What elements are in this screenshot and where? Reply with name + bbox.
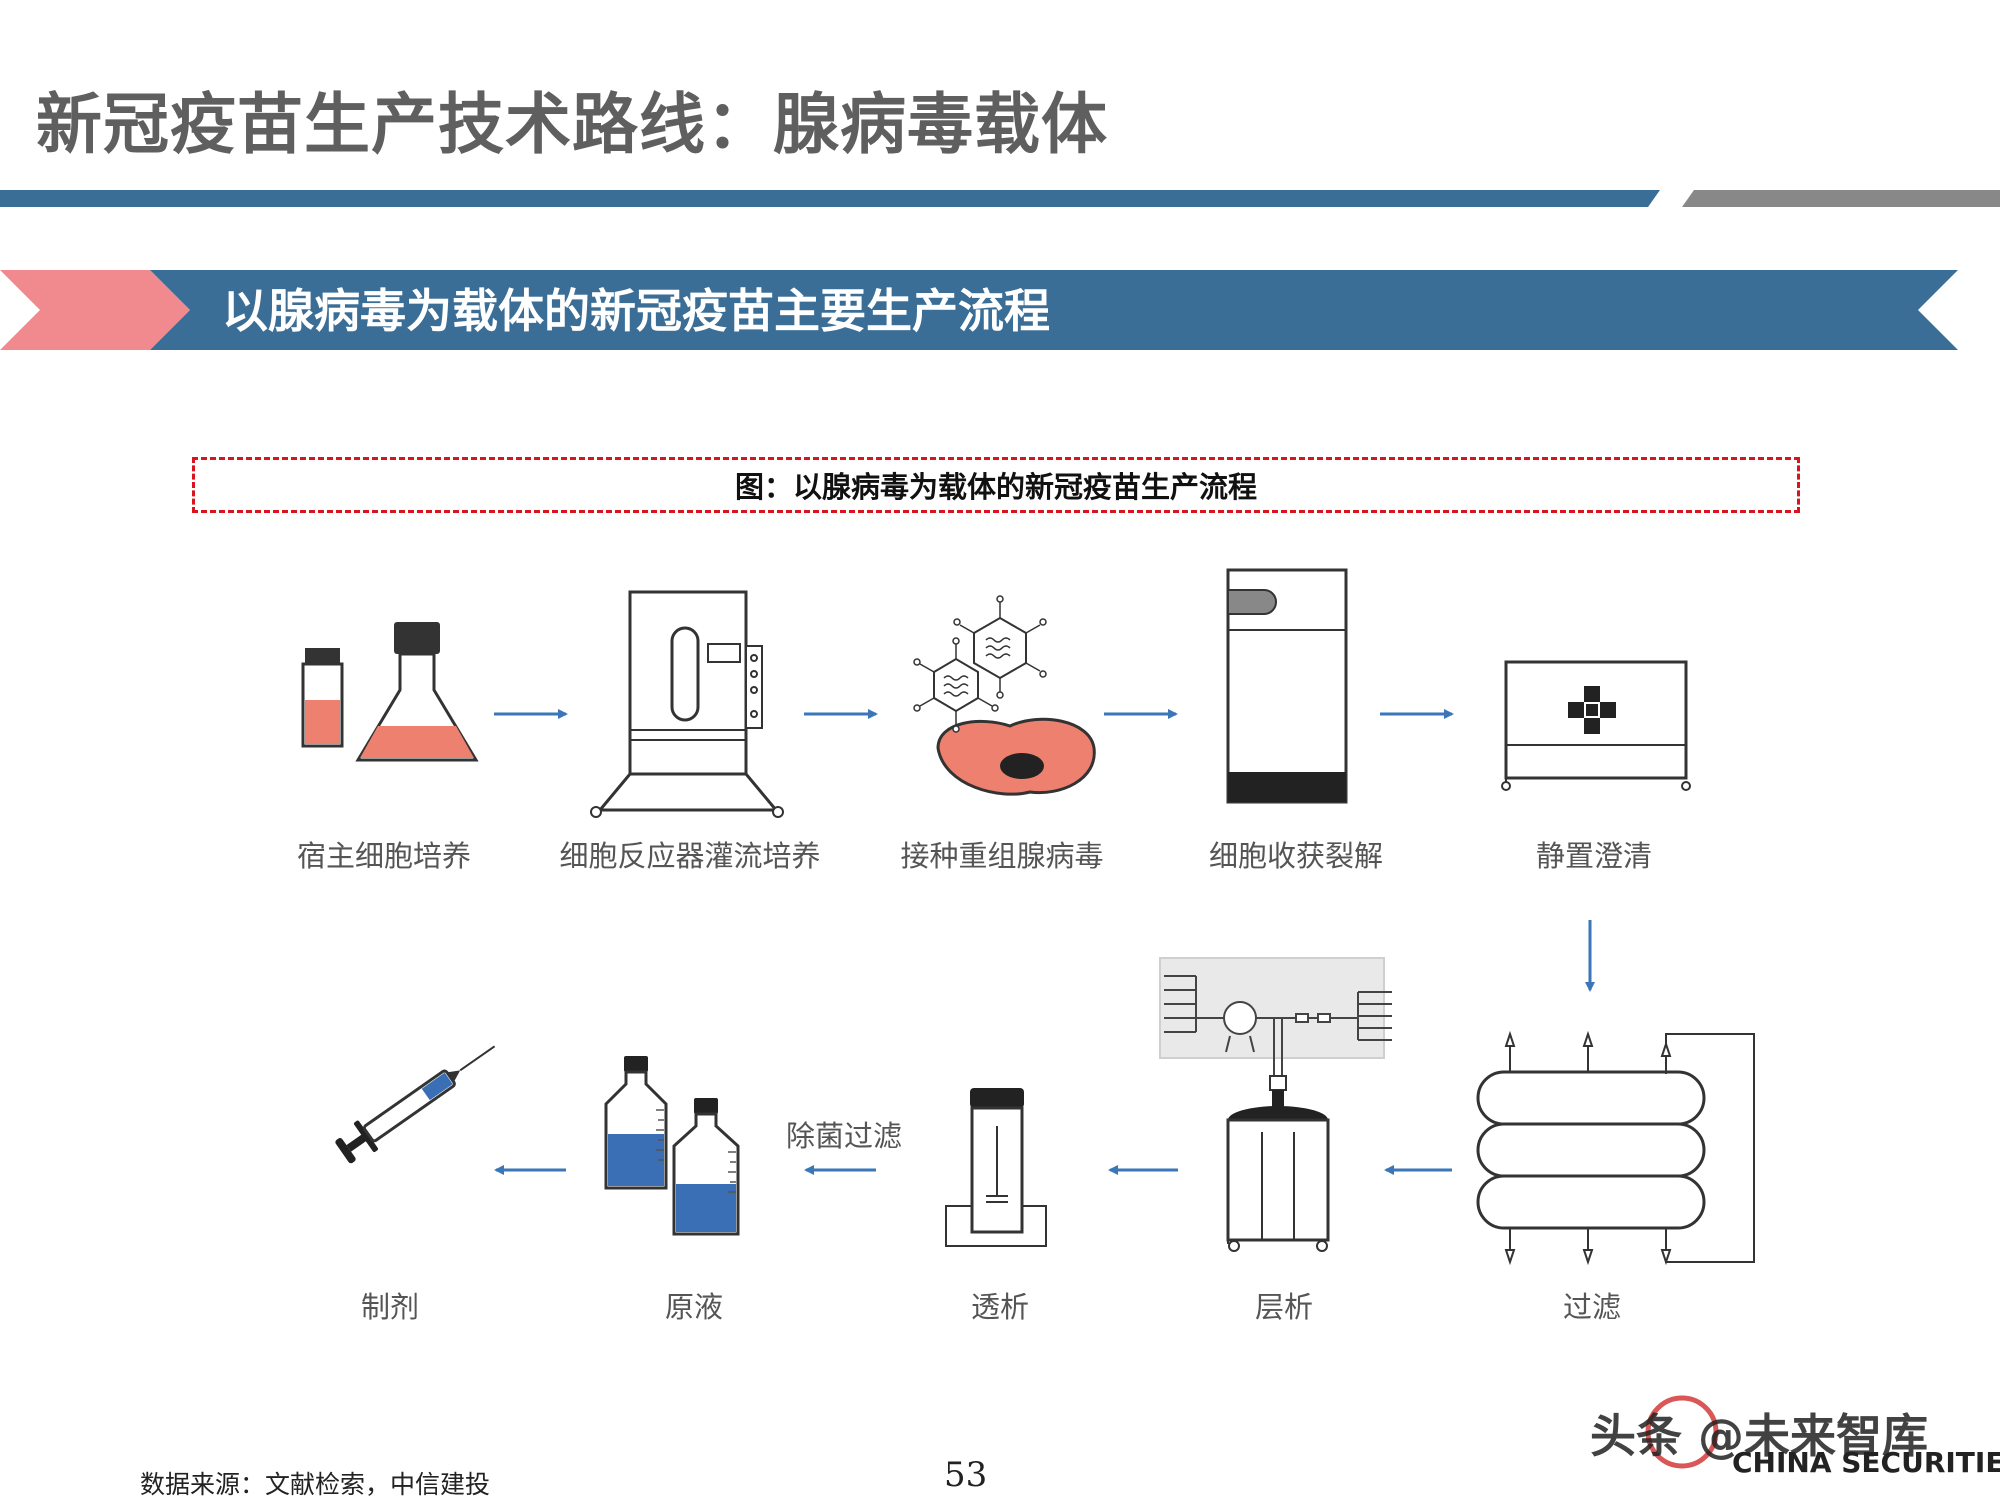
bioreactor-icon bbox=[590, 590, 784, 818]
step-label-harvest-lysis: 细胞收获裂解 bbox=[1208, 839, 1384, 873]
ribbon-blue-band bbox=[150, 270, 1958, 350]
step-label-filtration: 过滤 bbox=[1562, 1290, 1622, 1324]
step-label-bulk-solution: 原液 bbox=[664, 1290, 724, 1324]
syringe-icon bbox=[335, 1045, 496, 1164]
bulk-solution-bottles-icon bbox=[604, 1056, 740, 1236]
step-label-clarification: 静置澄清 bbox=[1535, 839, 1653, 873]
step-label-inoculation: 接种重组腺病毒 bbox=[900, 839, 1104, 873]
virus-infection-icon bbox=[913, 595, 1096, 796]
chromatography-column-icon bbox=[1159, 957, 1392, 1252]
step-label-formulation: 制剂 bbox=[360, 1290, 420, 1324]
watermark-seal-icon bbox=[1645, 1395, 1719, 1469]
step-label-bioreactor: 细胞反应器灌流培养 bbox=[559, 839, 821, 873]
brand-name-en: CHINA SECURITIES bbox=[1732, 1446, 2000, 1479]
clarification-tank-icon bbox=[1501, 660, 1691, 791]
filter-stack-icon bbox=[1476, 1030, 1755, 1266]
page-number: 53 bbox=[944, 1455, 988, 1495]
top-flow-arrows bbox=[494, 709, 1595, 992]
cell-culture-flask-icon bbox=[301, 622, 479, 762]
sterile-filtration-label: 除菌过滤 bbox=[786, 1119, 903, 1153]
dialysis-tube-icon bbox=[945, 1088, 1047, 1247]
header-rule bbox=[0, 190, 2000, 207]
watermark-text: 头条 @未来智库 bbox=[1590, 1409, 1929, 1463]
page-title: 新冠疫苗生产技术路线：腺病毒载体 bbox=[36, 86, 1108, 163]
section-subtitle: 以腺病毒为载体的新冠疫苗主要生产流程 bbox=[222, 284, 1050, 338]
step-label-chromatography: 层析 bbox=[1254, 1290, 1314, 1324]
step-label-dialysis: 透析 bbox=[970, 1290, 1030, 1324]
figure-caption-box: 图：以腺病毒为载体的新冠疫苗生产流程 bbox=[192, 457, 1800, 513]
subtitle-ribbon bbox=[0, 270, 1958, 350]
ribbon-pink-chevron bbox=[0, 270, 190, 350]
source-note: 数据来源：文献检索，中信建投 bbox=[140, 1470, 491, 1499]
harvest-lysis-icon bbox=[1226, 568, 1348, 804]
step-label-host-cell-culture: 宿主细胞培养 bbox=[296, 839, 472, 873]
figure-caption: 图：以腺病毒为载体的新冠疫苗生产流程 bbox=[734, 470, 1257, 504]
